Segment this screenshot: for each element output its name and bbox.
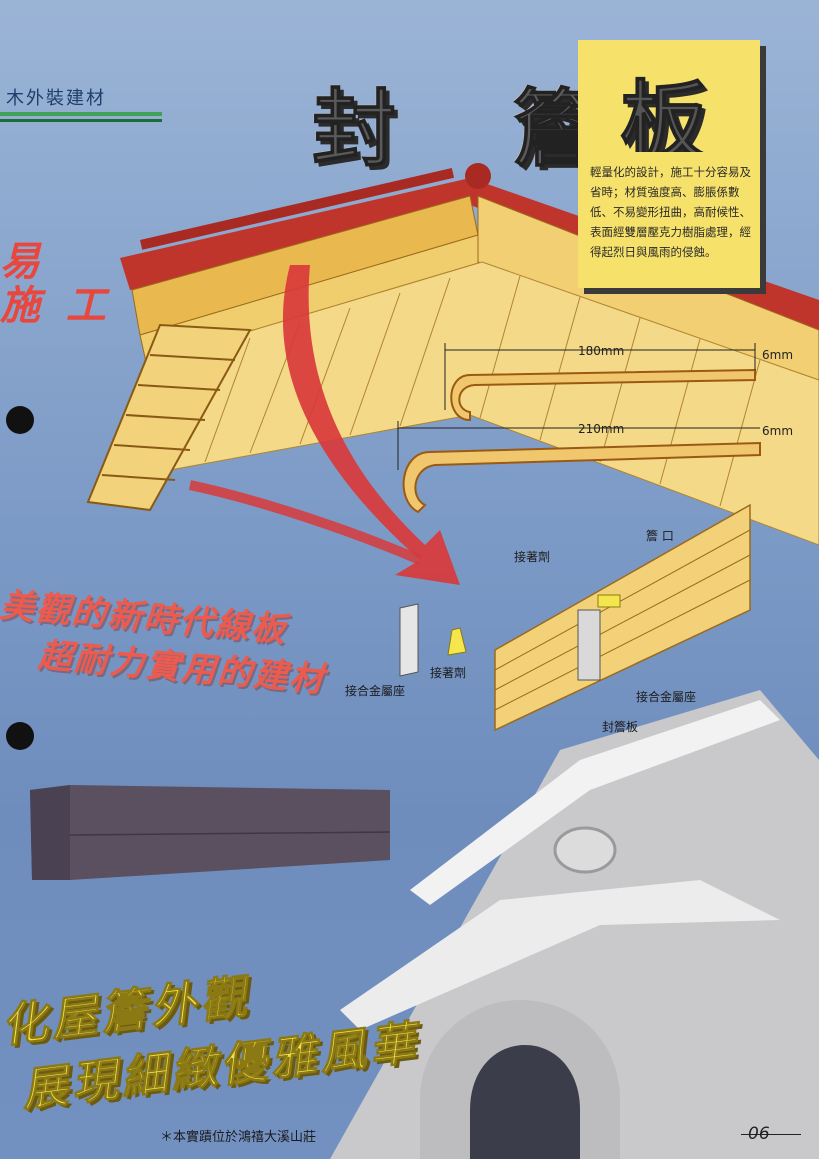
- binder-hole-bottom: [6, 722, 34, 750]
- category-bar-dark: [0, 119, 162, 122]
- round-vent: [553, 826, 617, 874]
- label-eave: 簷 口: [646, 529, 674, 543]
- profile-180mm: [450, 368, 756, 422]
- metal-piece: [399, 603, 419, 677]
- left-red-text: 易 施 工: [0, 240, 112, 328]
- red-arrow: [282, 265, 460, 585]
- description-box: [578, 152, 760, 288]
- category-bar: [0, 112, 162, 116]
- dim-180mm: 180mm: [578, 344, 625, 358]
- label-joint-left: 接合金屬座: [345, 684, 406, 698]
- fascia-sample: [30, 785, 390, 880]
- dim-6mm-top: 6mm: [762, 348, 794, 362]
- assembled-panel: [494, 503, 751, 732]
- dim-6mm-bottom: 6mm: [762, 424, 794, 438]
- description-text: 輕量化的設計，施工十分容易及省時；材質強度高、膨脹係數低、不易變形扭曲，高耐候性…: [590, 165, 751, 259]
- left-red-line1: 易: [0, 239, 46, 285]
- binder-hole-top: [6, 406, 34, 434]
- label-adhesive-top: 接著劑: [514, 550, 551, 564]
- footer-note: ＊本實蹟位於鴻禧大溪山莊: [160, 1130, 317, 1145]
- title-box: [578, 40, 760, 155]
- dim-210mm: 210mm: [578, 422, 625, 436]
- label-panel: 封簷板: [602, 720, 639, 734]
- joint-metal-base: [577, 609, 601, 681]
- left-red-line2: 施 工: [0, 283, 112, 329]
- category-label: 木外裝建材: [6, 88, 106, 109]
- label-joint-right: 接合金屬座: [636, 690, 697, 704]
- page-title: 封 簷: [311, 79, 642, 179]
- profile-210mm: [402, 441, 761, 514]
- adhesive-piece: [447, 627, 467, 656]
- page-number-line: [741, 1134, 801, 1135]
- page-number: 06: [748, 1124, 770, 1144]
- label-adhesive-left: 接著劑: [430, 666, 467, 680]
